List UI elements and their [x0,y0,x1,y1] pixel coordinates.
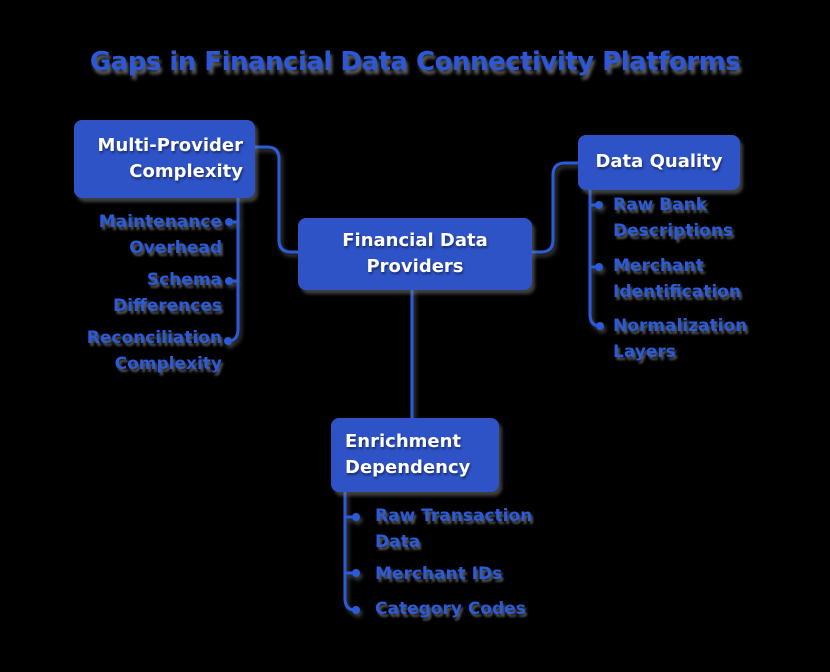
left-branch-spine [224,195,240,345]
leaf-schema-differences: Schema Differences [113,270,222,316]
center-to-right-connector [527,161,581,254]
bullet-dot [352,606,360,614]
node-label: Financial Data Providers [342,229,488,277]
diagram-title: Gaps in Financial Data Connectivity Plat… [89,47,741,77]
node-data-quality: Data Quality [578,135,740,190]
bullet-dot [595,263,603,271]
bullet-dot [352,513,360,521]
bullet-dot [224,337,232,345]
node-enrichment-dependency: Enrichment Dependency [331,418,499,492]
bullet-dot [352,569,360,577]
bullet-dot [225,277,233,285]
leaf-reconciliation-complexity: Reconciliation Complexity [86,328,222,374]
node-label: Multi-Provider Complexity [97,134,243,182]
leaf-raw-transaction-data: Raw Transaction Data [375,506,533,552]
bullet-dot [225,218,233,226]
bullet-dot [596,322,604,330]
node-label: Enrichment Dependency [345,430,471,478]
bottom-branch-spine [343,491,360,614]
leaf-merchant-identification: Merchant Identification [613,256,741,302]
left-to-center-connector [250,145,301,254]
node-label: Data Quality [595,151,723,173]
leaf-category-codes: Category Codes [375,599,526,619]
node-multi-provider-complexity: Multi-Provider Complexity [74,120,255,198]
right-branch-spine [588,189,604,330]
leaf-maintenance-overhead: Maintenance Overhead [98,212,222,258]
leaf-normalization-layers: Normalization Layers [613,316,748,362]
node-financial-data-providers: Financial Data Providers [298,218,532,290]
leaf-raw-bank-descriptions: Raw Bank Descriptions [613,195,734,241]
leaf-merchant-ids: Merchant IDs [375,564,503,584]
bullet-dot [595,201,603,209]
